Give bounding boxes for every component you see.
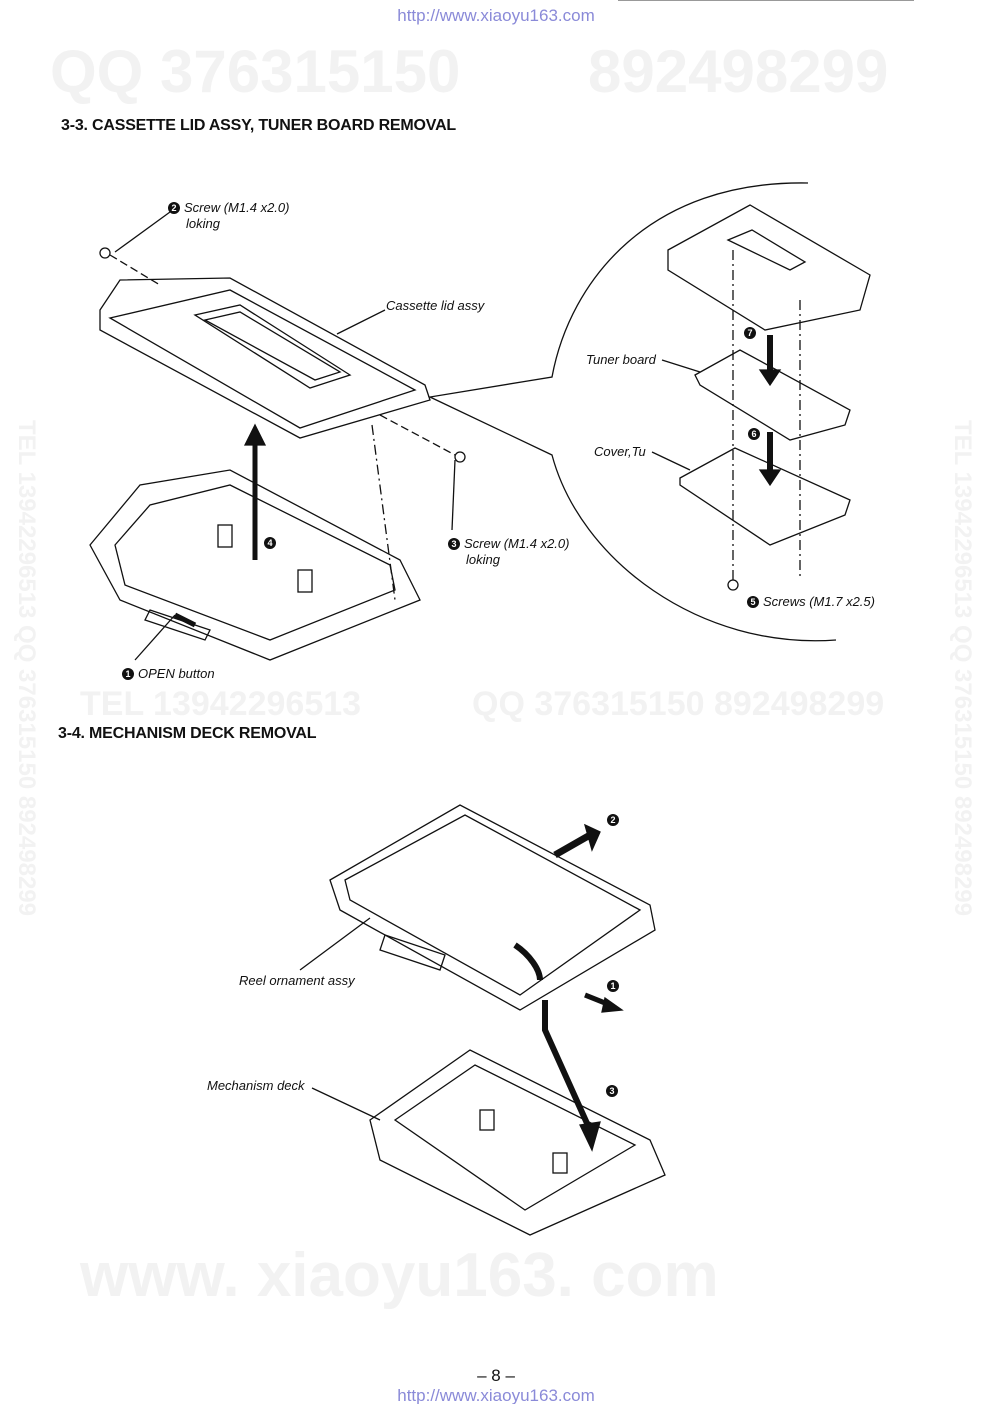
label-screw-2-sub: loking xyxy=(186,216,220,231)
step-7-marker: 7 xyxy=(744,325,760,340)
mechanism-deck-drawing xyxy=(369,1049,666,1236)
label-screw-3-sub: loking xyxy=(466,552,500,567)
page-number: – 8 – xyxy=(477,1366,515,1385)
watermark: 892498299 xyxy=(588,38,889,105)
zoomed-lid-drawing xyxy=(667,204,871,331)
step-2-marker: 2 xyxy=(607,812,623,827)
section-title-3-4: 3-4. MECHANISM DECK REMOVAL xyxy=(58,725,317,742)
label-tuner-board: Tuner board xyxy=(586,352,656,367)
label-reel-ornament: Reel ornament assy xyxy=(239,973,355,988)
reel-ornament-drawing xyxy=(329,804,656,1011)
watermark: www. xiaoyu163. com xyxy=(80,1241,719,1310)
label-cover-tu: Cover,Tu xyxy=(594,444,646,459)
section-title-3-3: 3-3. CASSETTE LID ASSY, TUNER BOARD REMO… xyxy=(61,117,456,134)
header-url[interactable]: http://www.xiaoyu163.com xyxy=(397,6,595,25)
watermark: TEL 13942296513 QQ 376315150 892498299 xyxy=(949,420,976,916)
label-mechanism-deck: Mechanism deck xyxy=(207,1078,305,1093)
tuner-board-drawing xyxy=(694,349,851,441)
step-3-marker: 3 xyxy=(606,1083,622,1098)
cassette-lid-drawing xyxy=(99,277,431,439)
step-1-marker: 1 xyxy=(607,978,623,993)
cover-tu-drawing xyxy=(679,447,851,546)
label-cassette-lid: Cassette lid assy xyxy=(386,298,485,313)
step-6-marker: 6 xyxy=(748,426,764,441)
watermark: QQ 376315150 xyxy=(50,38,461,105)
watermark: TEL 13942296513 xyxy=(80,685,362,723)
top-rule xyxy=(618,0,914,1)
footer-url[interactable]: http://www.xiaoyu163.com xyxy=(397,1386,595,1404)
watermark: QQ 376315150 892498299 xyxy=(472,685,885,723)
step-4-marker: 4 xyxy=(264,535,280,550)
watermark: TEL 13942296513 QQ 376315150 892498299 xyxy=(13,420,40,916)
